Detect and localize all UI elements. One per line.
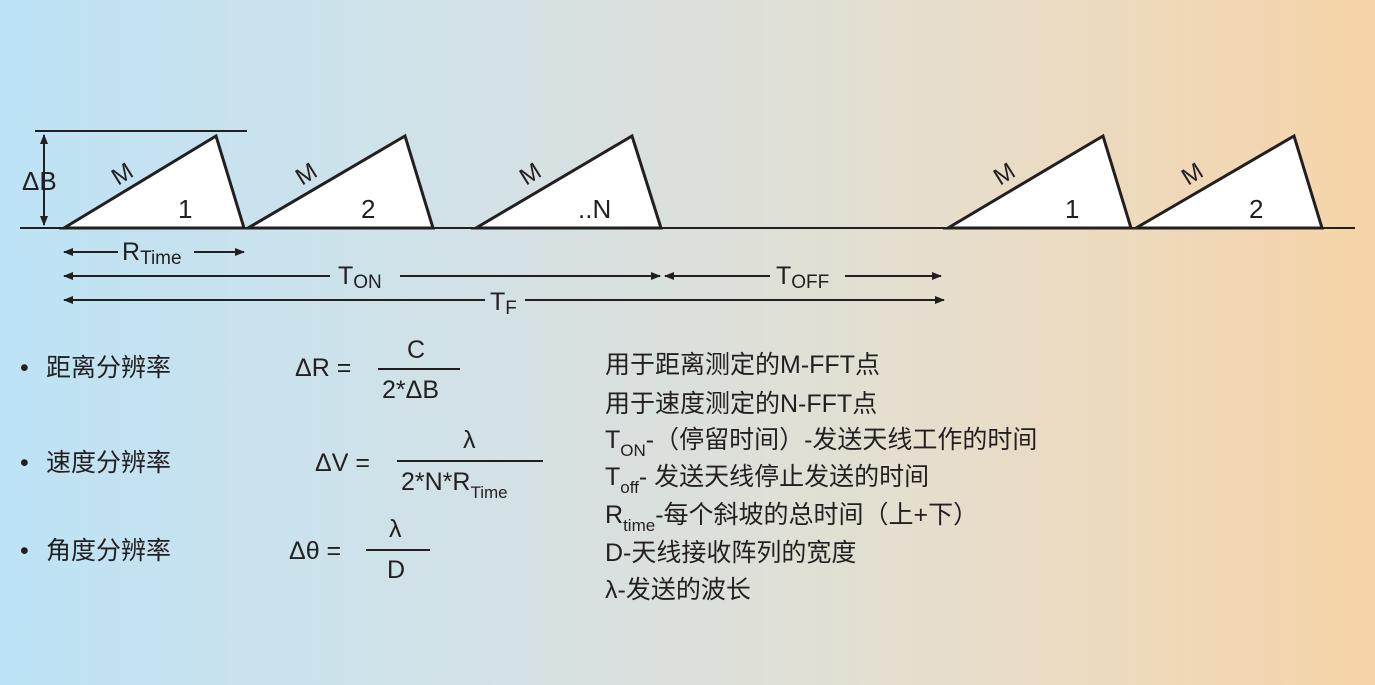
legend-text: - 发送天线停止发送的时间 — [638, 463, 930, 491]
chirp-n: M ..N — [470, 133, 664, 230]
svg-text:TF: TF — [490, 288, 517, 319]
legend-item: D-天线接收阵列的宽度 — [605, 541, 856, 566]
velocity-denominator-main: 2*N*R — [401, 468, 471, 496]
legend-symbol: T — [605, 426, 621, 454]
angle-numerator: λ — [389, 515, 402, 543]
bullet: • — [20, 537, 29, 565]
t-on-span: TON — [63, 262, 661, 293]
legend-symbol: R — [605, 501, 624, 529]
bullet: • — [20, 449, 29, 477]
chirp-index: ..N — [578, 194, 611, 224]
legend-symbol-sub: time — [623, 516, 656, 535]
chirp-slope-label: M — [1177, 158, 1208, 191]
chirp-slope-label: M — [989, 158, 1020, 191]
r-time-span: RTime — [63, 238, 245, 269]
legend-symbol-sub: off — [620, 478, 639, 497]
legend-text: -每个斜坡的总时间（上+下） — [655, 501, 979, 529]
legend-item: 用于速度测定的N-FFT点 — [605, 392, 877, 417]
velocity-resolution-label: 速度分辨率 — [46, 449, 172, 477]
svg-text:TOFF: TOFF — [776, 262, 829, 293]
chirp-2: M 2 — [242, 133, 436, 230]
range-denominator: 2*ΔB — [382, 376, 440, 404]
legend-text: 用于距离测定的M-FFT点 — [605, 351, 880, 379]
range-formula-lhs: ΔR = — [295, 354, 352, 382]
chirp-slope-label: M — [515, 158, 546, 191]
chirp-next-2: M 2 — [1130, 133, 1325, 230]
legend-item: λ-发送的波长 — [605, 578, 751, 603]
t-off-span: TOFF — [664, 262, 942, 293]
chirp-index: 2 — [361, 194, 375, 224]
legend-symbol-sub: ON — [620, 441, 646, 460]
chirp-index: 1 — [1065, 194, 1079, 224]
legend-text: -（停留时间）-发送天线工作的时间 — [645, 426, 1038, 454]
t-f-span: TF — [63, 288, 945, 319]
range-resolution-label: 距离分辨率 — [46, 354, 172, 382]
legend-text: λ-发送的波长 — [605, 576, 751, 604]
angle-formula-lhs: Δθ = — [289, 537, 342, 565]
angle-resolution-label: 角度分辨率 — [46, 537, 172, 565]
bullet: • — [20, 354, 29, 382]
chirp-index: 1 — [178, 194, 192, 224]
angle-denominator: D — [387, 556, 406, 584]
velocity-denominator: 2*N*RTime — [401, 468, 508, 502]
legend-item: Rtime-每个斜坡的总时间（上+下） — [605, 501, 979, 535]
delta-b-label: ΔB — [22, 166, 57, 196]
svg-text:TON: TON — [338, 262, 382, 293]
velocity-numerator: λ — [463, 426, 476, 454]
legend-symbol: T — [605, 463, 621, 491]
svg-text:RTime: RTime — [122, 238, 182, 269]
legend-text: 用于速度测定的N-FFT点 — [605, 390, 878, 418]
velocity-formula-lhs: ΔV = — [315, 449, 370, 477]
chirp-next-1: M 1 — [942, 133, 1134, 230]
legend-item: Toff- 发送天线停止发送的时间 — [605, 463, 930, 497]
legend-item: TON-（停留时间）-发送天线工作的时间 — [605, 426, 1038, 460]
legend-text: D-天线接收阵列的宽度 — [605, 539, 857, 567]
chirp-1: M 1 — [58, 133, 247, 230]
velocity-denominator-sub: Time — [470, 483, 508, 502]
legend-item: 用于距离测定的M-FFT点 — [605, 353, 880, 378]
range-numerator: C — [407, 336, 426, 364]
chirp-index: 2 — [1249, 194, 1263, 224]
